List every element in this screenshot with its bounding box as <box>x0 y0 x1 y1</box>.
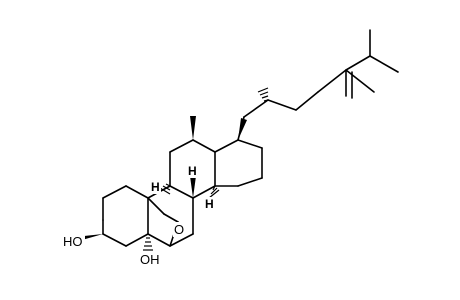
methylene-double-bond <box>345 69 353 99</box>
ring-b <box>147 185 194 247</box>
oh-5-label: OH <box>140 252 160 267</box>
c18-methyl-wedge <box>190 116 196 140</box>
c17-wedge <box>238 118 247 140</box>
c5-oh-hashed-bond <box>143 237 153 251</box>
side-chain <box>237 29 399 141</box>
c21-methyl-hashed-bond <box>257 87 269 102</box>
h-9-label: H <box>151 180 160 194</box>
c9-h-hashed-bond <box>159 183 171 195</box>
ring-a <box>102 185 149 247</box>
h-14-label: H <box>205 197 214 211</box>
ring-d <box>214 139 263 187</box>
h-8-label: H <box>188 164 197 178</box>
c3-oh-wedge <box>82 234 103 240</box>
epoxy-o-label: O <box>174 222 184 237</box>
oh-3-label: HO <box>63 234 83 249</box>
c14-h-hashed-bond <box>208 185 220 199</box>
c8-h-wedge <box>190 176 196 198</box>
ring-c <box>169 139 216 199</box>
